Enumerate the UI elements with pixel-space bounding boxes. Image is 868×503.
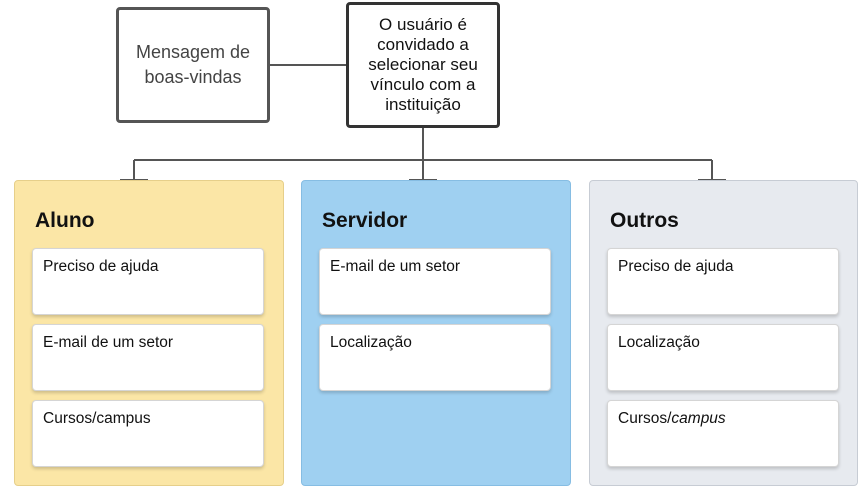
welcome-line: boas-vindas <box>144 67 242 87</box>
card-label-italic: campus <box>671 410 726 427</box>
column-title-servidor: Servidor <box>322 209 408 232</box>
invite-select-affiliation-node: O usuário é convidado a selecionar seu v… <box>346 2 500 128</box>
card-label: Preciso de ajuda <box>43 258 159 275</box>
column-title-aluno: Aluno <box>35 209 95 232</box>
card-label: Localização <box>618 334 700 351</box>
card-label-prefix: Cursos/ <box>618 410 672 427</box>
invite-line: vínculo com a <box>370 75 476 94</box>
card-label: Cursos/campus <box>43 410 151 427</box>
column-servidor: Servidor E-mail de um setor Localização <box>301 180 571 486</box>
column-outros: Outros Preciso de ajuda Localização Curs… <box>589 180 858 486</box>
invite-line: selecionar seu <box>368 55 478 74</box>
card-aluno-cursos-campus[interactable]: Cursos/campus <box>32 400 264 467</box>
card-label: E-mail de um setor <box>43 334 174 351</box>
card-outros-cursos-campus[interactable]: Cursos/campus <box>607 400 839 467</box>
card-label: Preciso de ajuda <box>618 258 734 275</box>
card-label: E-mail de um setor <box>330 258 461 275</box>
invite-line: convidado a <box>377 35 469 54</box>
welcome-message-node: Mensagem de boas-vindas <box>116 7 270 123</box>
card-servidor-localizacao[interactable]: Localização <box>319 324 551 391</box>
card-outros-localizacao[interactable]: Localização <box>607 324 839 391</box>
invite-line: instituição <box>385 95 461 114</box>
welcome-line: Mensagem de <box>135 42 251 62</box>
card-label: Localização <box>330 334 412 351</box>
invite-line: O usuário é <box>379 15 467 34</box>
card-servidor-email-setor[interactable]: E-mail de um setor <box>319 248 551 315</box>
card-aluno-email-setor[interactable]: E-mail de um setor <box>32 324 264 391</box>
column-title-outros: Outros <box>610 209 679 232</box>
column-aluno: Aluno Preciso de ajuda E-mail de um seto… <box>14 180 284 486</box>
card-aluno-preciso-de-ajuda[interactable]: Preciso de ajuda <box>32 248 264 315</box>
card-outros-preciso-de-ajuda[interactable]: Preciso de ajuda <box>607 248 839 315</box>
